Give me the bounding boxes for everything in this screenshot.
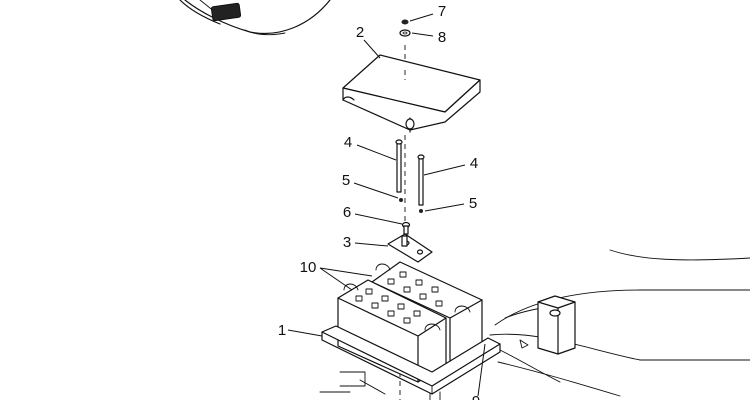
callout-5-right: 5 [469, 195, 477, 212]
callout-4-right: 4 [470, 155, 478, 172]
callout-5-left: 5 [342, 172, 350, 189]
battery-tray [321, 325, 501, 395]
rod-nut-left [399, 198, 403, 202]
callout-7: 7 [438, 3, 446, 20]
callout-9: 9 [472, 393, 480, 400]
callout-4-left: 4 [344, 134, 352, 151]
callout-3: 3 [343, 234, 351, 251]
washer [399, 29, 411, 37]
machine-housing [179, 0, 331, 36]
leader-lines [287, 13, 486, 397]
callout-10: 10 [300, 259, 317, 276]
support-frame [319, 371, 441, 400]
battery-caps [355, 271, 443, 324]
hold-down-rod-left [395, 139, 403, 193]
callout-8: 8 [438, 29, 446, 46]
machine-frame-right [489, 249, 750, 397]
rod-nut-right [419, 209, 423, 213]
bolt [401, 221, 411, 235]
hold-down-rod-right [417, 154, 425, 206]
callout-2: 2 [356, 24, 364, 41]
battery-cover [342, 54, 481, 133]
nut [401, 19, 409, 25]
clamp-bracket [387, 233, 433, 263]
callout-labels: 7 8 2 4 4 5 5 6 3 10 1 9 [278, 3, 480, 400]
callout-1: 1 [278, 322, 286, 339]
callout-6: 6 [343, 204, 351, 221]
